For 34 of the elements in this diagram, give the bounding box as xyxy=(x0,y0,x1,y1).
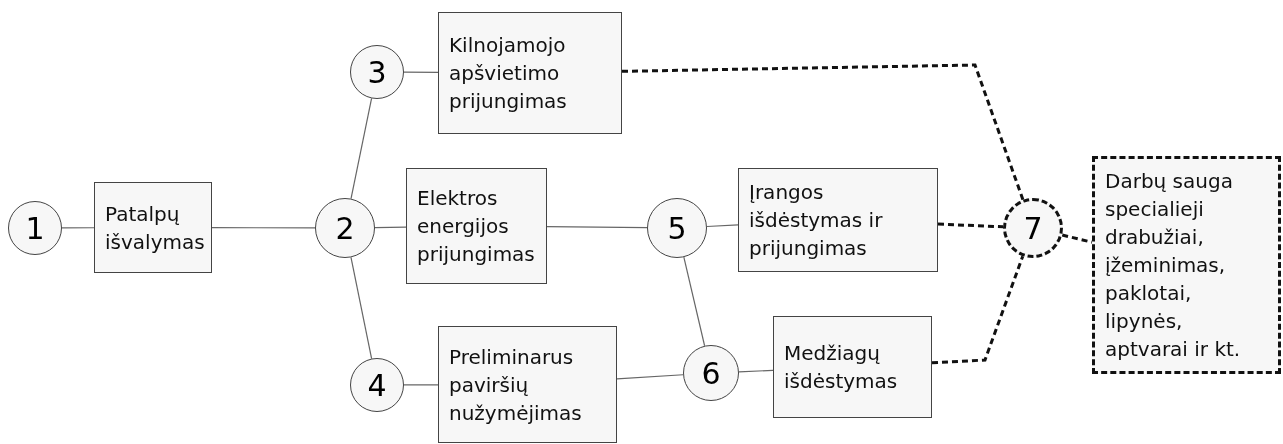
task-box xyxy=(773,316,932,418)
task-box xyxy=(438,12,622,134)
step-number: 4 xyxy=(367,366,387,405)
connector-line xyxy=(738,369,774,373)
task-box xyxy=(1092,156,1281,374)
task-box xyxy=(438,326,617,443)
task-box xyxy=(94,182,212,273)
dashed-connector xyxy=(937,222,1004,229)
connector-line xyxy=(546,226,648,229)
connector-line xyxy=(61,227,95,229)
task-box xyxy=(738,168,938,272)
task-label: Elektros energijos prijungimas xyxy=(417,185,536,268)
step-number: 1 xyxy=(25,209,45,248)
task-label: Įrangos išdėstymas ir prijungimas xyxy=(749,179,884,262)
task-label: Darbų sauga specialieji drabužiai, įžeminimas, paklotai, lipynės, aptvarai ir kt. xyxy=(1105,168,1242,363)
step-number: 7 xyxy=(1023,209,1043,248)
connector-line xyxy=(403,71,439,73)
connector-line xyxy=(350,256,373,360)
step-number: 5 xyxy=(667,209,687,248)
task-label: Preliminarus paviršių nužymėjimas xyxy=(449,343,583,427)
connector-line xyxy=(403,384,439,386)
connector-line xyxy=(616,374,684,380)
step-number: 3 xyxy=(367,53,387,92)
step-number: 6 xyxy=(701,354,721,393)
connector-line xyxy=(706,224,739,228)
connector-line xyxy=(211,227,316,229)
task-label: Medžiagų išdėstymas xyxy=(784,340,899,395)
connector-line xyxy=(683,256,706,347)
task-label: Kilnojamojo apšvietimo prijungimas xyxy=(449,32,568,115)
connector-line xyxy=(350,97,373,200)
task-box xyxy=(406,168,547,284)
connector-line xyxy=(374,226,407,229)
step-number: 2 xyxy=(335,209,355,248)
task-label: Patalpų išvalymas xyxy=(105,200,205,256)
